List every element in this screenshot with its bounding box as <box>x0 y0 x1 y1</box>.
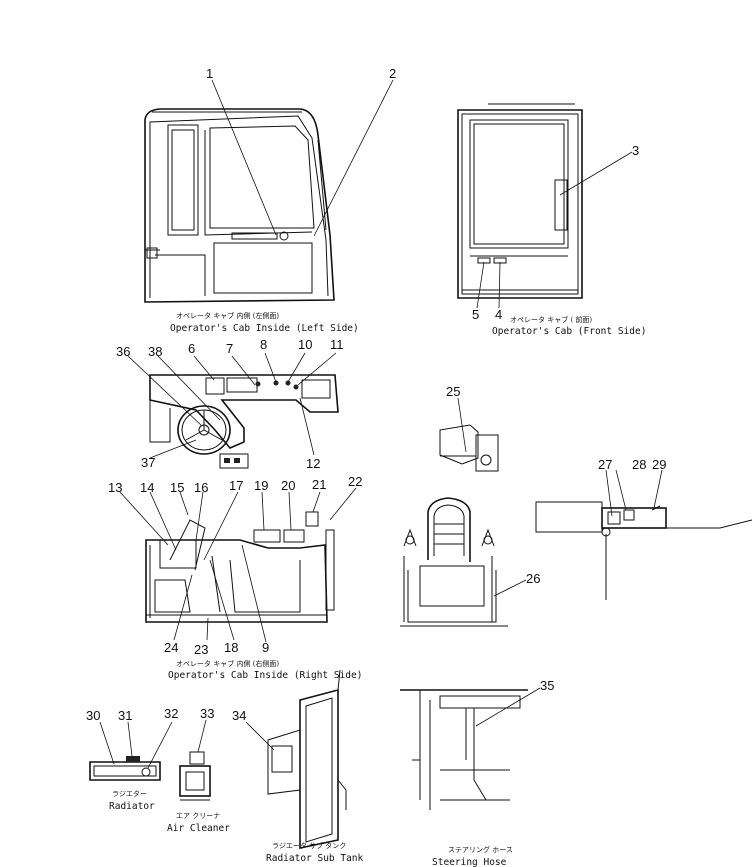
callout-5: 5 <box>472 307 479 322</box>
sub-tank-caption-jp: ラジエータ サブ タンク <box>272 841 346 850</box>
sub-tank-caption-en: Radiator Sub Tank <box>266 853 364 864</box>
cab-left-caption-jp: オペレータ キャブ 内側 (左側面) <box>176 311 279 320</box>
callout-8: 8 <box>260 337 267 352</box>
callout-9: 9 <box>262 640 269 655</box>
callout-13: 13 <box>108 480 122 495</box>
callout-12: 12 <box>306 456 320 471</box>
callout-15: 15 <box>170 480 184 495</box>
callout-30: 30 <box>86 708 100 723</box>
callout-32: 32 <box>164 706 178 721</box>
dashboard-view: 36 38 6 7 8 10 11 12 37 <box>116 337 344 471</box>
cab-right-view: 13 14 15 16 17 19 20 21 22 24 23 18 9 オペ… <box>108 474 362 681</box>
air-cleaner-view: 33 エア クリーナ Air Cleaner <box>167 706 230 834</box>
cab-left-view: 1 2 オペレータ キャブ 内側 (左側面) Operator's Cab In… <box>144 66 396 334</box>
callout-14: 14 <box>140 480 154 495</box>
callout-35: 35 <box>540 678 554 693</box>
cab-right-caption-jp: オペレータ キャブ 内側 (右側面) <box>176 659 279 668</box>
panel-view: 25 <box>439 384 499 472</box>
callout-1: 1 <box>206 66 213 81</box>
callout-26: 26 <box>526 571 540 586</box>
callout-34: 34 <box>232 708 246 723</box>
cab-left-caption-en: Operator's Cab Inside (Left Side) <box>170 323 359 334</box>
callout-25: 25 <box>446 384 460 399</box>
radiator-view: 30 31 32 ラジエター Radiator <box>86 706 178 812</box>
callout-7: 7 <box>226 341 233 356</box>
callout-31: 31 <box>118 708 132 723</box>
callout-36: 36 <box>116 344 130 359</box>
steering-hose-caption-en: Steering Hose <box>432 857 507 867</box>
callout-37: 37 <box>141 455 155 470</box>
cab-front-caption-en: Operator's Cab (Front Side) <box>492 326 646 337</box>
callout-4: 4 <box>495 307 502 322</box>
cab-front-view: 3 4 5 オペレータ キャブ ( 前面) Operator's Cab (Fr… <box>457 103 646 337</box>
bracket-view: 27 28 29 <box>535 457 752 600</box>
callout-18: 18 <box>224 640 238 655</box>
sub-tank-view: 34 ラジエータ サブ タンク Radiator Sub Tank <box>232 669 364 864</box>
callout-24: 24 <box>164 640 178 655</box>
callout-6: 6 <box>188 341 195 356</box>
callout-19: 19 <box>254 478 268 493</box>
steering-hose-view: 35 ステアリング ホース Steering Hose <box>400 678 554 867</box>
callout-29: 29 <box>652 457 666 472</box>
callout-27: 27 <box>598 457 612 472</box>
callout-20: 20 <box>281 478 295 493</box>
seat-view: 26 <box>400 497 540 627</box>
cab-right-caption-en: Operator's Cab Inside (Right Side) <box>168 670 362 681</box>
callout-16: 16 <box>194 480 208 495</box>
air-cleaner-caption-jp: エア クリーナ <box>176 812 220 820</box>
radiator-caption-jp: ラジエター <box>112 789 147 798</box>
callout-3: 3 <box>632 143 639 158</box>
callout-21: 21 <box>312 477 326 492</box>
callout-28: 28 <box>632 457 646 472</box>
callout-23: 23 <box>194 642 208 657</box>
radiator-caption-en: Radiator <box>109 801 155 812</box>
callout-17: 17 <box>229 478 243 493</box>
steering-hose-caption-jp: ステアリング ホース <box>448 845 513 854</box>
cab-front-caption-jp: オペレータ キャブ ( 前面) <box>510 315 592 324</box>
air-cleaner-caption-en: Air Cleaner <box>167 823 230 834</box>
callout-38: 38 <box>148 344 162 359</box>
callout-22: 22 <box>348 474 362 489</box>
callout-33: 33 <box>200 706 214 721</box>
callout-10: 10 <box>298 337 312 352</box>
callout-2: 2 <box>389 66 396 81</box>
callout-11: 11 <box>330 337 344 352</box>
